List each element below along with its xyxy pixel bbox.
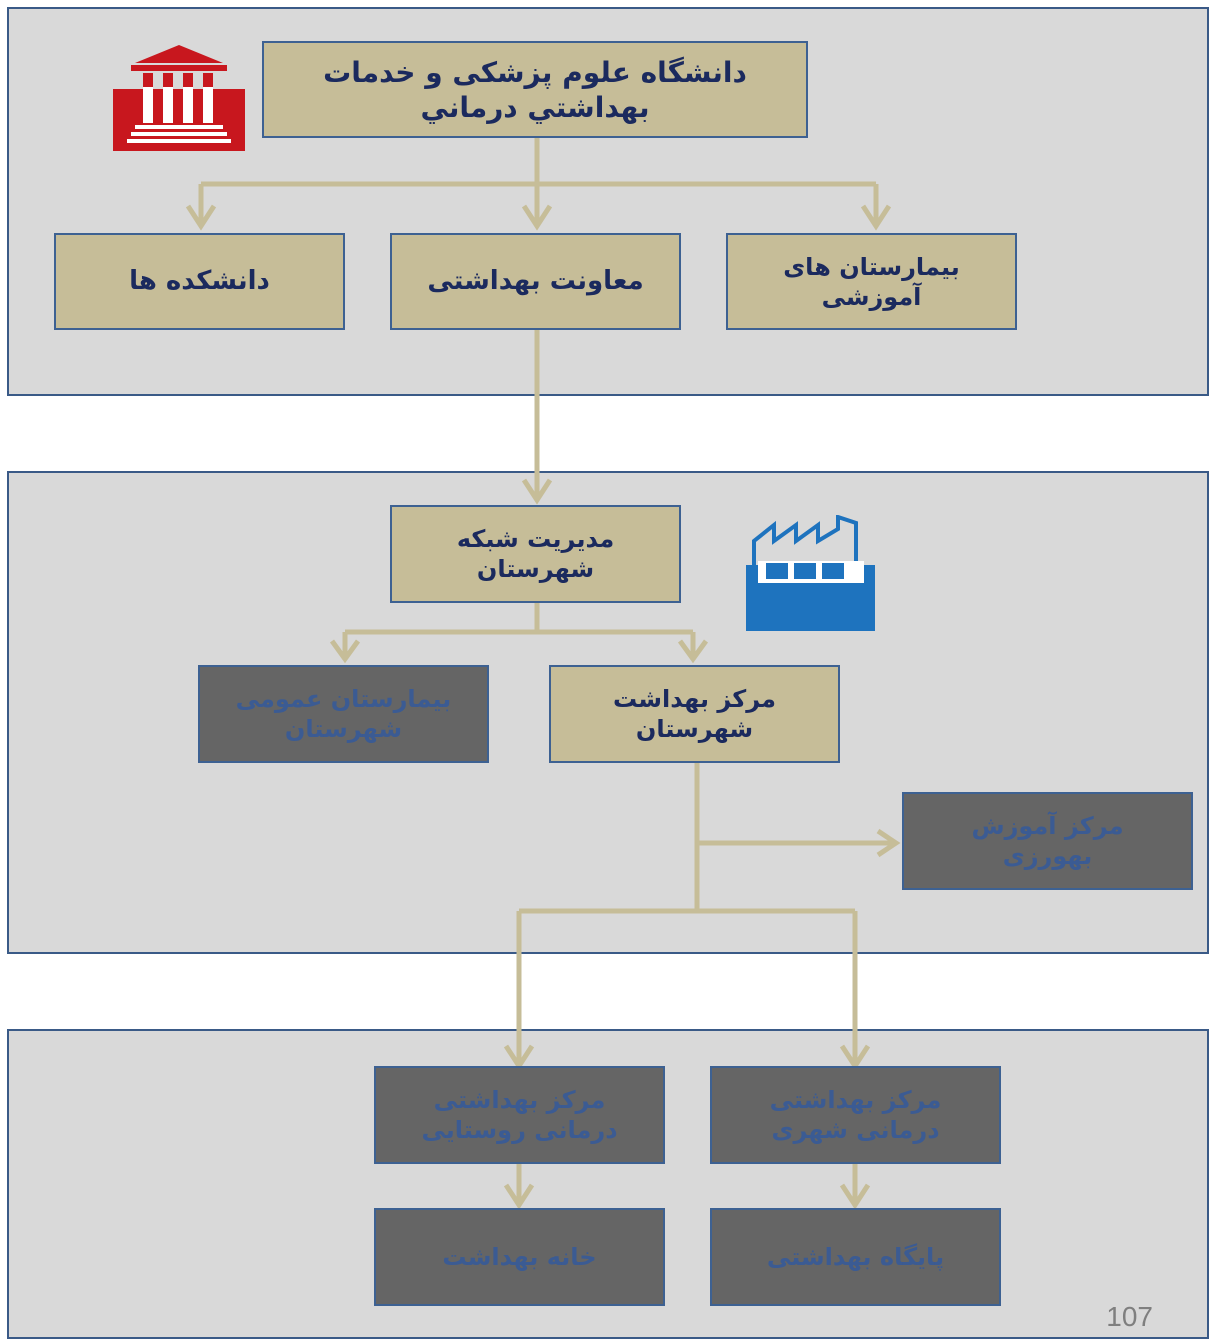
behvarz-training-center-box: مرکز آموزش بهورزی: [902, 792, 1193, 890]
arrow-network-icon: [521, 478, 553, 505]
urban-health-center-box: مرکز بهداشتی درمانی شهری: [710, 1066, 1001, 1164]
health-house-box: خانه بهداشت: [374, 1208, 665, 1306]
arrow-behvarz-icon: [876, 828, 901, 858]
arrow-health-center-icon: [677, 639, 709, 664]
faculties-box: دانشکده ها: [54, 233, 345, 330]
rural-health-center-box: مرکز بهداشتی درمانی روستایی: [374, 1066, 665, 1164]
district-health-center-box: مرکز بهداشت شهرستان: [549, 665, 840, 763]
factory-icon: [746, 515, 875, 631]
arrow-general-hospital-icon: [329, 639, 361, 664]
health-post-box: پایگاه بهداشتی: [710, 1208, 1001, 1306]
general-hospital-box: بیمارستان عمومی شهرستان: [198, 665, 489, 763]
university-building-icon: [113, 45, 245, 151]
arrow-hospitals-icon: [860, 204, 892, 231]
arrow-deputy-icon: [521, 204, 553, 231]
arrow-faculties-icon: [185, 204, 217, 231]
health-deputy-box: معاونت بهداشتی: [390, 233, 681, 330]
teaching-hospitals-box: بیمارستان های آموزشی: [726, 233, 1017, 330]
network-management-box: مدیریت شبکه شهرستان: [390, 505, 681, 603]
university-title-box: دانشگاه علوم پزشكی و خدمات بهداشتي درمان…: [262, 41, 808, 138]
arrow-house-icon: [503, 1183, 535, 1210]
page-number: 107: [1106, 1301, 1153, 1332]
arrow-post-icon: [839, 1183, 871, 1210]
